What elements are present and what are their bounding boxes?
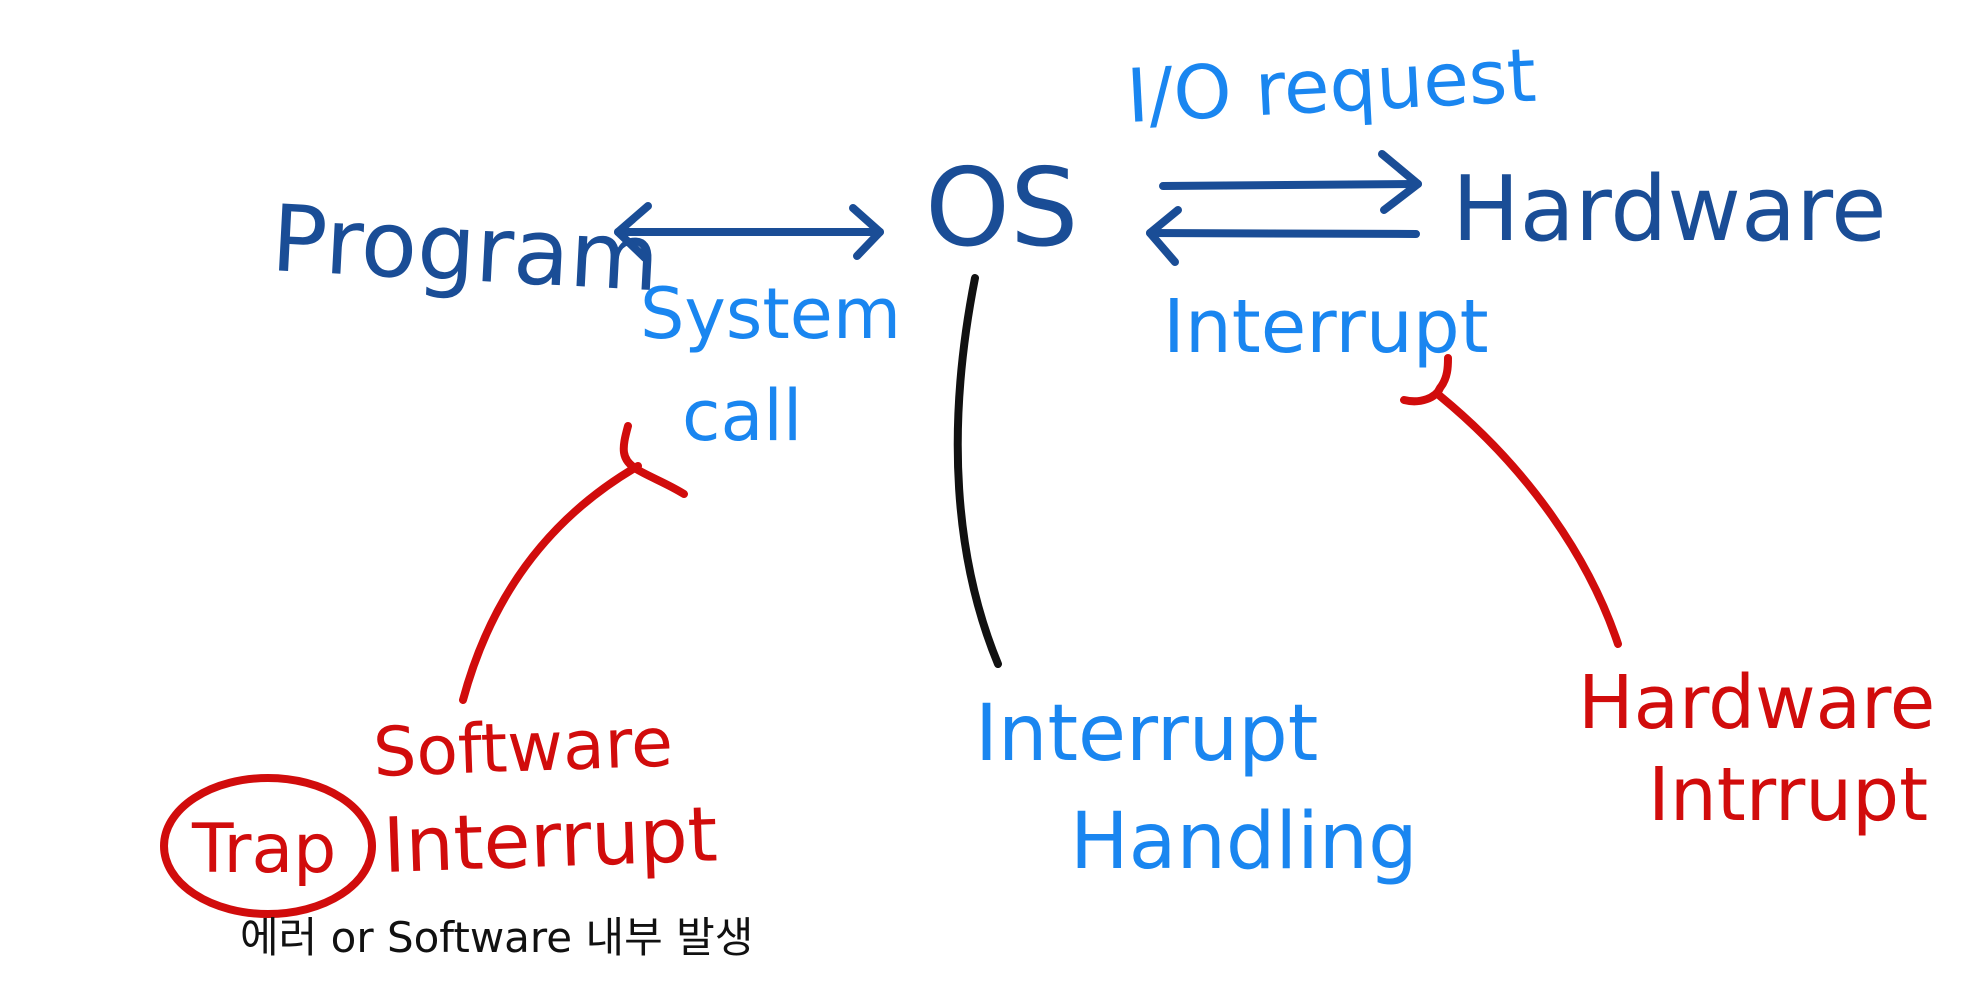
interrupt-arrow bbox=[1146, 206, 1420, 266]
system-call-label-line2: call bbox=[682, 375, 802, 457]
software-interrupt-label-line1: Software bbox=[372, 704, 674, 793]
system-call-label-line1: System bbox=[640, 273, 901, 355]
node-hardware: Hardware bbox=[1452, 157, 1887, 262]
io-request-arrow bbox=[1159, 150, 1422, 214]
program-os-arrow bbox=[614, 202, 884, 262]
trap-label: Trap bbox=[191, 810, 336, 889]
node-os: OS bbox=[925, 146, 1079, 271]
interrupt-handling-connector bbox=[953, 274, 1002, 668]
hardware-interrupt-label-line1: Hardware bbox=[1578, 660, 1935, 746]
software-interrupt-brace bbox=[459, 422, 688, 704]
interrupt-handling-label-line1: Interrupt bbox=[975, 689, 1318, 779]
trap-annotation: Trap bbox=[160, 774, 376, 918]
software-interrupt-label-line2: Interrupt bbox=[382, 789, 719, 890]
node-program: Program bbox=[269, 185, 662, 312]
hardware-interrupt-brace bbox=[1400, 354, 1622, 648]
interrupt-handling-label-line2: Handling bbox=[1070, 797, 1418, 887]
io-request-label: I/O request bbox=[1124, 33, 1538, 140]
trap-note: 에러 or Software 내부 발생 bbox=[240, 913, 753, 962]
interrupt-label: Interrupt bbox=[1163, 284, 1489, 370]
hardware-interrupt-label-line2: Intrrupt bbox=[1648, 752, 1928, 838]
